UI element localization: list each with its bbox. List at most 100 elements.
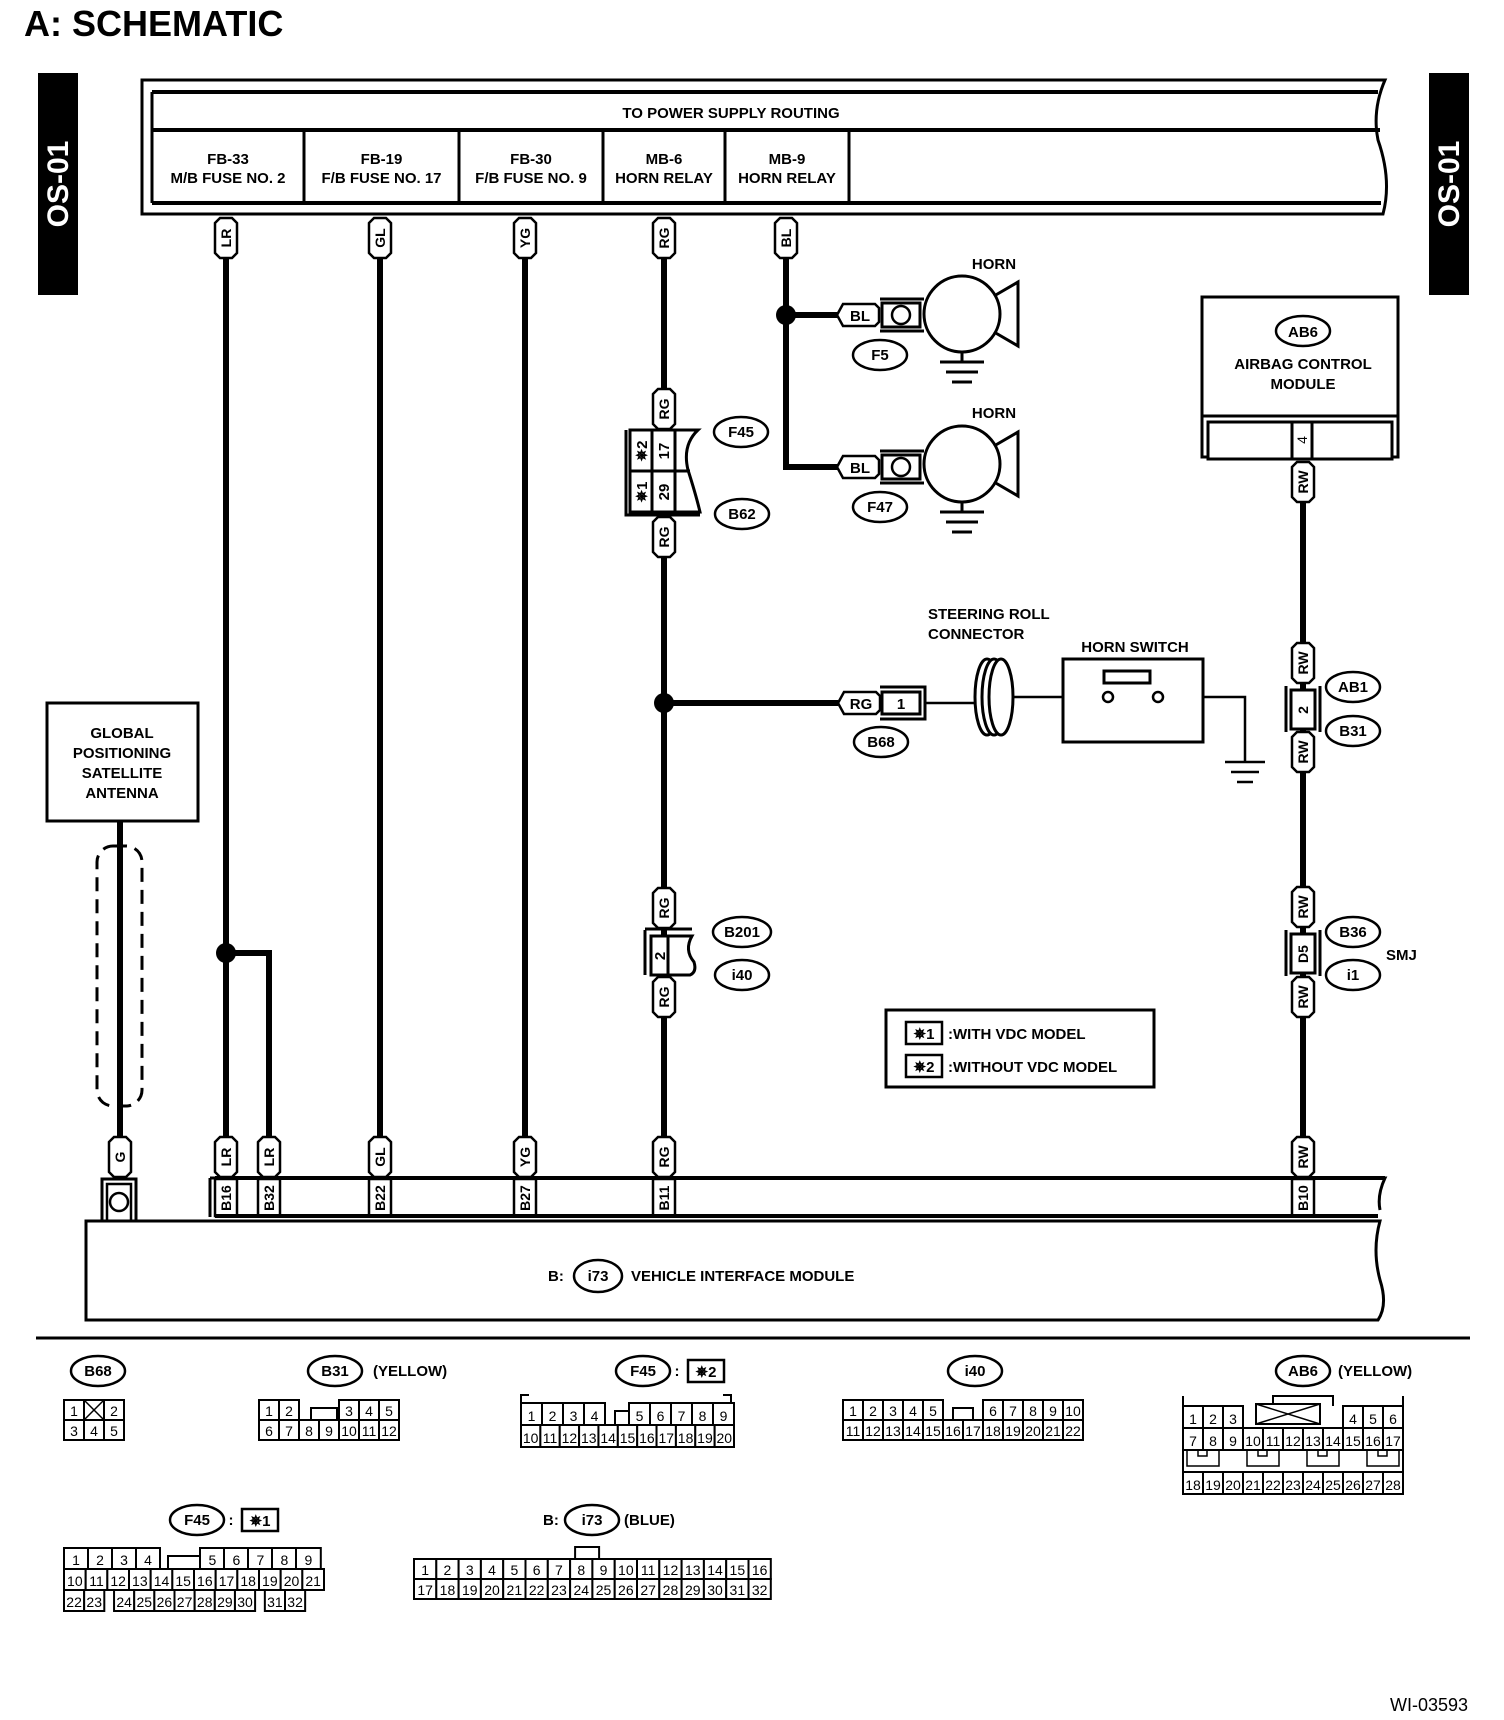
pin-number: 21 xyxy=(1045,1423,1061,1439)
conn-view-i73-note: (BLUE) xyxy=(624,1512,675,1529)
i1-connector-id: i1 xyxy=(1324,958,1382,992)
horn-connector xyxy=(880,449,924,485)
wire-color-tag: YG xyxy=(512,1135,538,1179)
pin-number: 17 xyxy=(1385,1433,1401,1449)
vim-pin-label: B10 xyxy=(1295,1185,1311,1211)
pin-number: 14 xyxy=(154,1573,170,1589)
pin-number: 1 xyxy=(70,1403,78,1419)
shield-outline xyxy=(95,844,144,1108)
wire-color-tag: RW xyxy=(1290,641,1316,685)
pin-number: 9 xyxy=(600,1562,608,1578)
wire-color-code: BL xyxy=(850,308,870,325)
pin-number: 17 xyxy=(656,443,673,460)
side-tab-right[interactable]: OS-01 xyxy=(1429,73,1469,295)
wire-color-tag: LR xyxy=(213,216,239,260)
b68-connector: 1 xyxy=(880,685,927,721)
wire xyxy=(783,258,838,470)
conn-view-b68-id-oval xyxy=(69,1354,127,1388)
pin-number: 12 xyxy=(110,1573,126,1589)
pin-number: 26 xyxy=(157,1594,173,1610)
pin-number: 32 xyxy=(752,1582,768,1598)
vim-pin: B16 xyxy=(213,1177,239,1218)
pin-number: 8 xyxy=(1209,1433,1217,1449)
pin-number: 22 xyxy=(66,1594,82,1610)
wire-color-tag: RG xyxy=(651,216,677,260)
wire xyxy=(226,950,272,1156)
pin-number: 17 xyxy=(658,1430,674,1446)
figure-id: WI-03593 xyxy=(1390,1695,1468,1715)
wire-color-code: YG xyxy=(517,228,533,248)
f45-connector-id: F45 xyxy=(712,415,770,449)
pin-number: 2 xyxy=(444,1562,452,1578)
airbag-pin: 4 xyxy=(1294,436,1310,444)
wire-color-tag: BL xyxy=(835,454,881,480)
wire-color-tag: RW xyxy=(1290,1135,1316,1179)
b201-connector-id: B201 xyxy=(711,915,773,949)
vim-name: VEHICLE INTERFACE MODULE xyxy=(631,1268,854,1285)
pin-number: 15 xyxy=(175,1573,191,1589)
pin-number: 12 xyxy=(1285,1433,1301,1449)
power-source-cell: FB-30F/B FUSE NO. 9 xyxy=(475,130,605,203)
horn-2-connector-id: F47 xyxy=(851,490,909,524)
pin-number: 2 xyxy=(549,1408,557,1424)
legend-text-1: :WITH VDC MODEL xyxy=(948,1026,1085,1043)
pin-number: 8 xyxy=(281,1552,289,1568)
side-tab-left[interactable]: OS-01 xyxy=(38,73,78,295)
pin-number: 13 xyxy=(685,1562,701,1578)
pin-number: 20 xyxy=(1025,1423,1041,1439)
pin-number: 10 xyxy=(67,1573,83,1589)
pin-number: 11 xyxy=(89,1573,104,1589)
vim-connector-id: i73 xyxy=(588,1268,609,1285)
horn-1: HORN xyxy=(922,256,1020,384)
wire-color-tag: RG xyxy=(836,690,882,716)
pin-number: 8 xyxy=(1029,1403,1037,1419)
pin-number: 2 xyxy=(1209,1411,1217,1427)
pin-number: 19 xyxy=(1205,1477,1221,1493)
conn-view-f45-1-id: F45 xyxy=(184,1512,210,1529)
power-source-cell: FB-19F/B FUSE NO. 17 xyxy=(321,130,461,203)
wire-color-code: RG xyxy=(656,1146,672,1167)
b31-connector-id: B31 xyxy=(1324,714,1382,748)
pin-number: 10 xyxy=(618,1562,634,1578)
b36-i1-connector: D5 xyxy=(1284,930,1322,976)
pin-number: 7 xyxy=(285,1423,293,1439)
airbag-label-line1: AIRBAG CONTROL xyxy=(1234,356,1372,373)
pin-number: 5 xyxy=(110,1423,118,1439)
wire-color-tag: RW xyxy=(1290,975,1316,1019)
pin-number: 27 xyxy=(177,1594,193,1610)
horn-switch-label: HORN SWITCH xyxy=(1081,639,1189,656)
pin-number: 30 xyxy=(237,1594,253,1610)
pin-number: 17 xyxy=(417,1582,433,1598)
pin-number: 25 xyxy=(136,1594,152,1610)
steering-roll-connector: STEERING ROLL CONNECTOR xyxy=(928,606,1050,737)
pin-number: 18 xyxy=(440,1582,456,1598)
pin-number: 10 xyxy=(1245,1433,1261,1449)
pin-number: 2 xyxy=(869,1403,877,1419)
pin-number: 20 xyxy=(717,1430,733,1446)
variant-tag: ✵1 xyxy=(634,482,651,504)
pin-number: 3 xyxy=(70,1423,78,1439)
vim-pin: B22 xyxy=(367,1177,393,1218)
switch-ground-wire xyxy=(925,695,1265,784)
vim-pin: B27 xyxy=(512,1177,538,1218)
wire-color-code: GL xyxy=(372,228,388,248)
i40-connector-id: i40 xyxy=(713,958,771,992)
pin-number: 4 xyxy=(909,1403,917,1419)
smj-label: SMJ xyxy=(1386,947,1417,964)
horn-1-label: HORN xyxy=(972,256,1016,273)
ab1-b31-connector: 2 xyxy=(1284,686,1322,732)
b68-connector-id: B68 xyxy=(852,725,910,759)
pin-number: 26 xyxy=(618,1582,634,1598)
pin-number: 32 xyxy=(287,1594,303,1610)
pin-number: 6 xyxy=(657,1408,665,1424)
pin-number: 12 xyxy=(663,1562,679,1578)
conn-view-f45-1-sep: : xyxy=(229,1512,234,1529)
wire-color-code: RG xyxy=(656,227,672,248)
pin-number: 18 xyxy=(985,1423,1001,1439)
